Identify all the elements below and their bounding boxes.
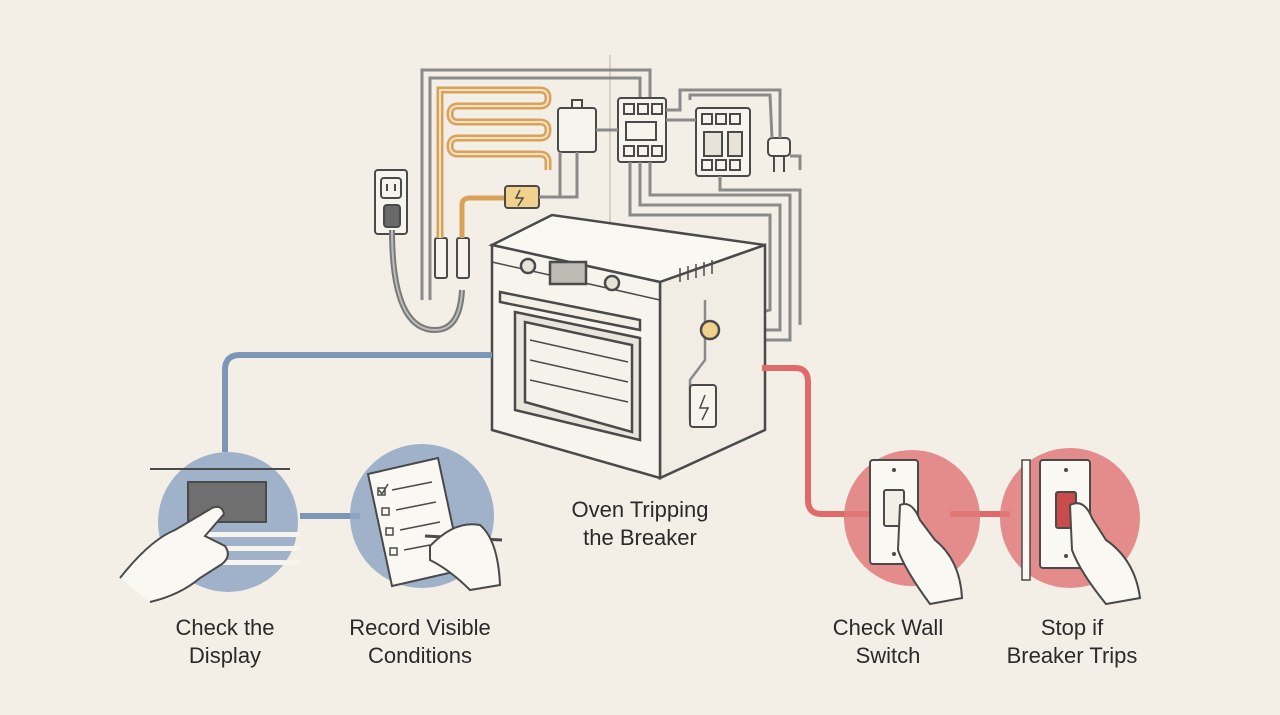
heating-element-icon [436,86,552,238]
junction-box-icon [557,99,597,153]
inline-connector-icon [434,237,470,279]
center-label: Oven Tripping the Breaker [540,496,740,552]
step-label-line1: Check the [175,615,275,640]
step-label-line1: Stop if [1040,615,1104,640]
step-label-line1: Check Wall [832,615,944,640]
step-label-record-conditions: Record Visible Conditions [330,614,510,670]
step-label-line2: Breaker Trips [1006,643,1138,668]
step-label-line2: Display [188,643,262,668]
power-plug-icon [767,137,791,172]
step-label-check-wall-switch: Check Wall Switch [818,614,958,670]
step-label-stop-breaker-trips: Stop if Breaker Trips [992,614,1152,670]
breaker-switch-hand-icon [1000,448,1142,606]
wall-oven-icon [488,213,767,480]
step-label-line2: Conditions [368,643,472,668]
step-label-check-display: Check the Display [145,614,305,670]
wall-switch-hand-icon [844,450,980,606]
display-check-hand-icon [119,452,300,603]
center-label-line2: the Breaker [583,525,697,550]
main-breaker-icon [695,107,751,177]
checklist-writing-icon [350,444,503,592]
wall-outlet-icon [374,169,408,235]
fuse-icon [504,185,570,209]
step-label-line2: Switch [855,643,921,668]
circuit-breaker-icon [617,97,667,163]
step-label-line1: Record Visible [349,615,491,640]
center-label-line1: Oven Tripping [571,497,709,522]
